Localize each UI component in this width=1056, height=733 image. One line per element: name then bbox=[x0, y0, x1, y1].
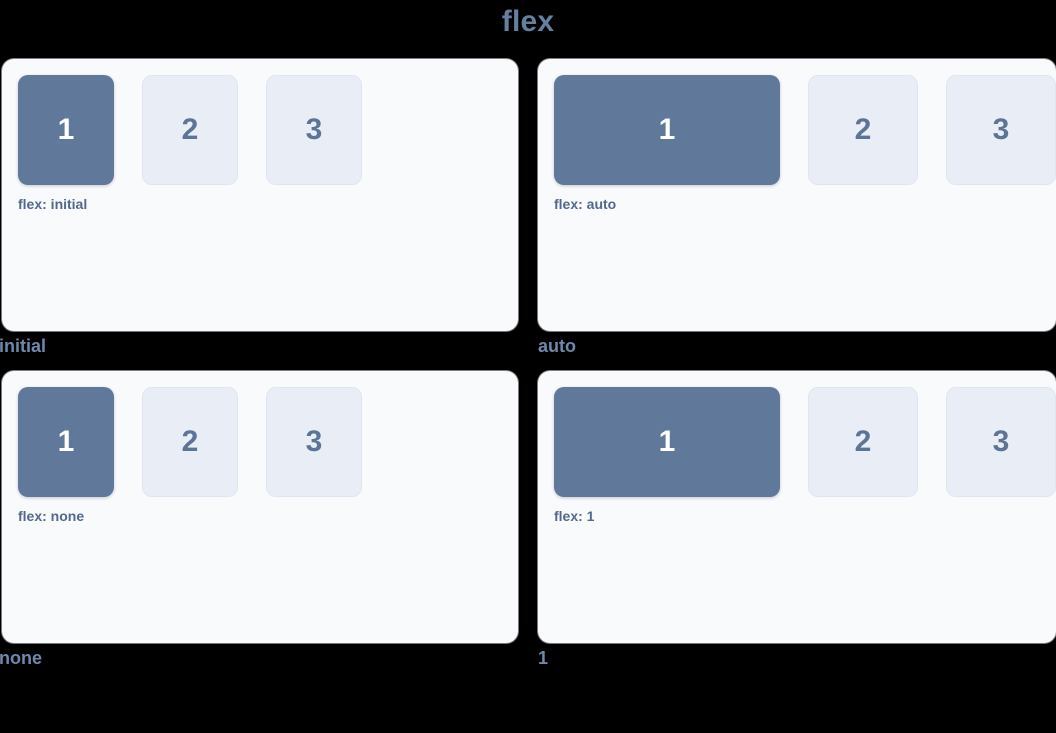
demo-caption-initial: initial bbox=[0, 336, 47, 356]
demo-caption-none: none bbox=[0, 648, 42, 668]
flex-item-3: 3 bbox=[266, 387, 362, 497]
flex-container-one: 1 2 3 bbox=[554, 387, 1056, 497]
flex-container-initial: 1 2 3 bbox=[18, 75, 518, 185]
demo-panel-none: 1 2 3 flex: none bbox=[2, 371, 518, 643]
demo-panel-initial: 1 2 3 flex: initial bbox=[2, 59, 518, 331]
flex-item-1: 1 bbox=[554, 387, 780, 497]
flex-item-3: 3 bbox=[946, 75, 1056, 185]
demo-note-initial: flex: initial bbox=[18, 196, 88, 212]
flex-item-1: 1 bbox=[18, 387, 114, 497]
demo-caption-auto: auto bbox=[538, 336, 576, 356]
flex-item-1: 1 bbox=[554, 75, 780, 185]
demo-note-one: flex: 1 bbox=[554, 508, 595, 524]
flex-container-auto: 1 2 3 bbox=[554, 75, 1056, 185]
flex-item-2: 2 bbox=[808, 387, 918, 497]
demo-panel-auto: 1 2 3 flex: auto bbox=[538, 59, 1056, 331]
flex-container-none: 1 2 3 bbox=[18, 387, 518, 497]
demo-note-none: flex: none bbox=[18, 508, 85, 524]
demo-cell-initial: 1 2 3 flex: initial initial bbox=[0, 59, 518, 358]
demo-panel-one: 1 2 3 flex: 1 bbox=[538, 371, 1056, 643]
demo-grid: 1 2 3 flex: initial initial 1 2 3 flex: … bbox=[0, 59, 1056, 670]
demo-cell-one: 1 2 3 flex: 1 1 bbox=[538, 371, 1056, 670]
demo-cell-auto: 1 2 3 flex: auto auto bbox=[538, 59, 1056, 358]
flex-item-2: 2 bbox=[808, 75, 918, 185]
demo-caption-one: 1 bbox=[538, 648, 549, 668]
demo-cell-none: 1 2 3 flex: none none bbox=[0, 371, 518, 670]
flex-item-3: 3 bbox=[266, 75, 362, 185]
demo-note-auto: flex: auto bbox=[554, 196, 617, 212]
flex-item-2: 2 bbox=[142, 75, 238, 185]
flex-item-2: 2 bbox=[142, 387, 238, 497]
page-title: flex bbox=[501, 5, 555, 38]
flex-item-3: 3 bbox=[946, 387, 1056, 497]
flex-item-1: 1 bbox=[18, 75, 114, 185]
